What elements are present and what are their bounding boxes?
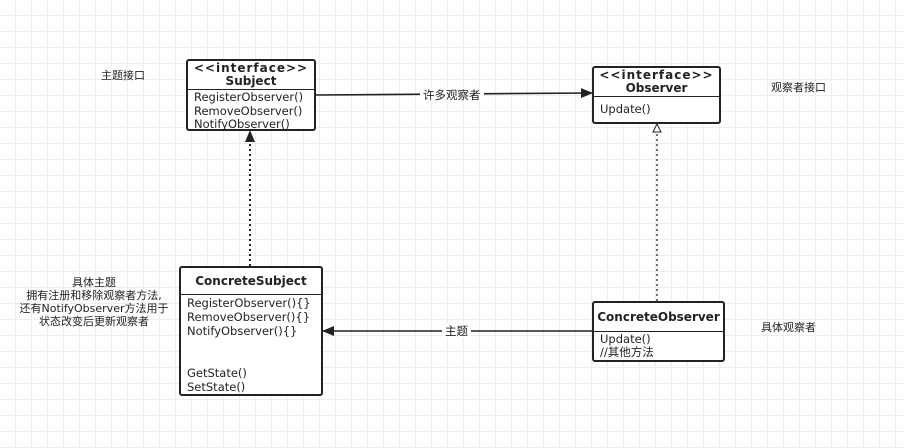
observer-header: <<interface>> Observer: [594, 68, 719, 97]
note-concrete-observer: 具体观察者: [761, 321, 816, 334]
concrete-subject-header: ConcreteSubject: [181, 268, 321, 295]
operation: RemoveObserver(){}: [187, 310, 311, 324]
concrete-observer-box[interactable]: ConcreteObserver Update() //其他方法: [592, 301, 725, 362]
note-line: 拥有注册和移除观察者方法,: [26, 289, 162, 302]
operation: NotifyObserver(): [194, 117, 290, 131]
concrete-observer-header: ConcreteObserver: [594, 303, 723, 332]
operation: GetState(): [187, 366, 247, 380]
operation: RegisterObserver(): [194, 90, 304, 104]
observer-name: Observer: [625, 81, 688, 95]
observer-stereotype: <<interface>>: [599, 68, 714, 82]
note-line: 状态改变后更新观察者: [39, 315, 149, 328]
concrete-subject-operations: RegisterObserver(){} RemoveObserver(){} …: [181, 295, 321, 395]
concrete-observer-name: ConcreteObserver: [597, 310, 720, 324]
subject-interface-box[interactable]: <<interface>> Subject RegisterObserver()…: [186, 59, 316, 131]
operation-blank: [187, 338, 315, 352]
observer-interface-box[interactable]: <<interface>> Observer Update(): [592, 66, 721, 124]
subject-name: Subject: [225, 74, 277, 88]
subject-header: <<interface>> Subject: [188, 61, 314, 90]
note-observer-interface: 观察者接口: [771, 81, 826, 94]
edge-label-subject: 主题: [442, 324, 471, 338]
operation: Update(): [600, 332, 651, 346]
concrete-observer-operations: Update() //其他方法: [594, 332, 723, 360]
note-line: 具体主题: [72, 276, 116, 289]
operation: RegisterObserver(){}: [187, 296, 311, 310]
operation: //其他方法: [600, 345, 654, 359]
note-concrete-subject: 具体主题 拥有注册和移除观察者方法, 还有NotifyObserver方法用于 …: [16, 276, 172, 328]
note-subject-interface: 主题接口: [101, 69, 145, 82]
edge-label-many-observers: 许多观察者: [420, 88, 484, 102]
observer-operations: Update(): [594, 97, 719, 118]
concrete-subject-name: ConcreteSubject: [195, 274, 307, 288]
operation: RemoveObserver(): [194, 103, 303, 118]
operation: NotifyObserver(){}: [187, 324, 298, 338]
operation-blank: [187, 352, 315, 366]
subject-operations: RegisterObserver() RemoveObserver() Noti…: [188, 90, 314, 133]
operation: SetState(): [187, 380, 246, 394]
subject-stereotype: <<interface>>: [193, 61, 309, 75]
operation: Update(): [600, 102, 651, 116]
concrete-subject-box[interactable]: ConcreteSubject RegisterObserver(){} Rem…: [179, 266, 323, 396]
note-line: 还有NotifyObserver方法用于: [19, 302, 169, 315]
